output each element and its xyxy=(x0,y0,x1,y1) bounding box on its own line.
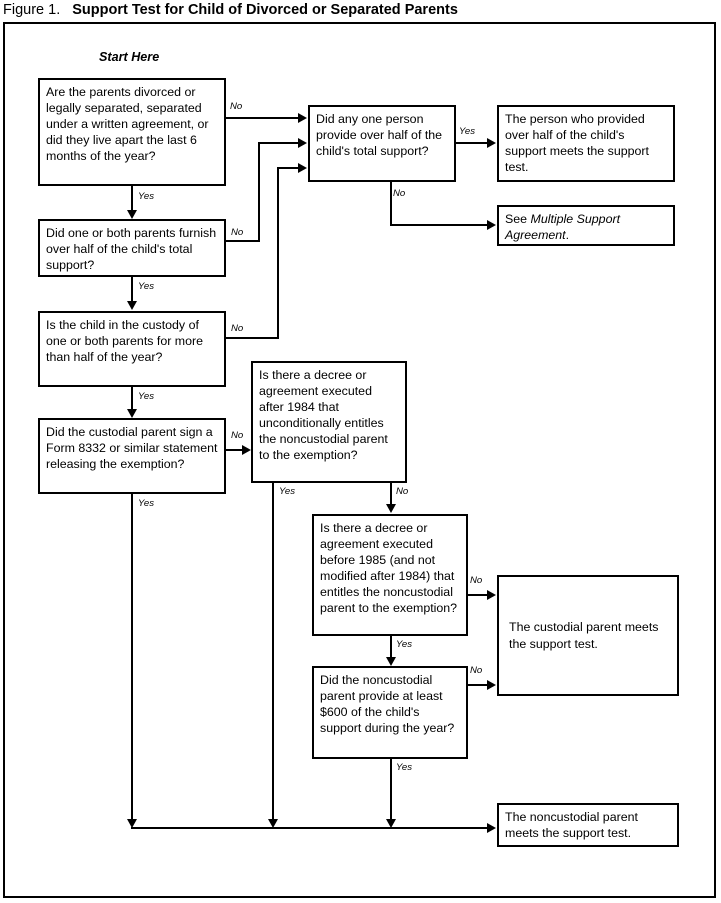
edge-label-q2-yes: Yes xyxy=(138,281,155,292)
edge-q2-to-q3-arrowhead xyxy=(126,301,137,310)
edge-q8-no-line xyxy=(468,684,488,686)
edge-q2-no-vline xyxy=(258,142,260,242)
edge-label-q4-no: No xyxy=(231,430,244,441)
edge-q1-to-q2-line xyxy=(131,186,133,212)
edge-label-q7-yes: Yes xyxy=(396,639,413,650)
edge-q5-no-hline xyxy=(390,224,488,226)
node-result-noncustodial-parent-meets-test: The noncustodial parent meets the suppor… xyxy=(497,803,679,847)
edge-q3-no-hline-2 xyxy=(277,167,299,169)
edge-label-q5-yes: Yes xyxy=(459,126,476,137)
edge-q5-no-vline xyxy=(390,182,392,226)
edge-q4-yes-vline xyxy=(131,494,133,822)
node-result-person-meets-test: The person who provided over half of the… xyxy=(497,105,675,182)
edge-q1-to-q2-arrowhead xyxy=(126,210,137,219)
edge-q6-no-arrowhead xyxy=(385,504,396,513)
edge-q2-no-hline-1 xyxy=(226,240,260,242)
figure-caption: Figure 1. Support Test for Child of Divor… xyxy=(3,1,718,21)
see-text: See xyxy=(505,212,531,226)
edge-q6-yes-arrowhead xyxy=(267,819,278,828)
edge-q6-no-vline xyxy=(390,483,392,505)
edge-q6-yes-vline xyxy=(272,483,274,822)
edge-label-q5-no: No xyxy=(393,188,406,199)
edge-q2-no-hline-2 xyxy=(258,142,299,144)
edge-bottom-collector-arrowhead xyxy=(487,822,496,833)
edge-label-q6-yes: Yes xyxy=(279,486,296,497)
edge-q5-yes-arrowhead xyxy=(487,137,496,148)
edge-label-q7-no: No xyxy=(470,575,483,586)
node-question-half-support: Did one or both parents furnish over hal… xyxy=(38,219,226,277)
edge-q4-no-line xyxy=(226,449,243,451)
edge-q5-no-arrowhead xyxy=(487,219,496,230)
node-question-decree-after-1984: Is there a decree or agreement executed … xyxy=(251,361,407,483)
edge-q7-yes-arrowhead xyxy=(385,657,396,666)
edge-label-q1-no: No xyxy=(230,101,243,112)
edge-label-q1-yes: Yes xyxy=(138,191,155,202)
node-question-custody: Is the child in the custody of one or bo… xyxy=(38,311,226,387)
node-question-600-support: Did the noncustodial parent provide at l… xyxy=(312,666,468,759)
edge-q1-no-line xyxy=(226,117,299,119)
node-question-form-8332: Did the custodial parent sign a Form 833… xyxy=(38,418,226,494)
edge-label-q3-yes: Yes xyxy=(138,391,155,402)
edge-q8-no-arrowhead xyxy=(487,679,496,690)
node-question-divorced: Are the parents divorced or legally sepa… xyxy=(38,78,226,186)
edge-q2-to-q3-line xyxy=(131,277,133,302)
period-text: . xyxy=(565,228,570,243)
edge-q3-no-arrowhead xyxy=(298,162,307,173)
edge-label-q2-no: No xyxy=(231,227,244,238)
edge-q4-yes-arrowhead xyxy=(126,819,137,828)
edge-q3-to-q4-line xyxy=(131,387,133,411)
edge-q3-no-hline-1 xyxy=(226,337,279,339)
edge-label-q8-yes: Yes xyxy=(396,762,413,773)
edge-label-q8-no: No xyxy=(470,665,483,676)
node-result-multiple-support-agreement: See Multiple Support Agreement. xyxy=(497,205,675,246)
edge-q1-no-arrowhead xyxy=(298,112,307,123)
node-question-decree-before-1985: Is there a decree or agreement executed … xyxy=(312,514,468,636)
edge-label-q3-no: No xyxy=(231,323,244,334)
edge-q2-no-arrowhead xyxy=(298,137,307,148)
edge-q5-yes-line xyxy=(456,142,488,144)
edge-q7-no-line xyxy=(468,594,488,596)
edge-q3-no-vline xyxy=(277,167,279,339)
multiple-support-agreement-title: Multiple Support Agreement xyxy=(505,212,621,243)
figure-number: Figure 1. xyxy=(3,2,61,18)
edge-label-q4-yes: Yes xyxy=(138,498,155,509)
edge-bottom-collector-line xyxy=(131,827,488,829)
edge-label-q6-no: No xyxy=(396,486,409,497)
edge-q8-yes-vline xyxy=(390,759,392,822)
edge-q4-no-arrowhead xyxy=(242,444,251,455)
start-here-label: Start Here xyxy=(99,50,160,64)
figure-title: Support Test for Child of Divorced or Se… xyxy=(72,2,458,18)
edge-q7-no-arrowhead xyxy=(487,589,496,600)
node-result-custodial-parent-meets-test: The custodial parent meets the support t… xyxy=(497,575,679,696)
edge-q3-to-q4-arrowhead xyxy=(126,409,137,418)
node-question-any-one-person: Did any one person provide over half of … xyxy=(308,105,456,182)
edge-q7-yes-vline xyxy=(390,636,392,658)
edge-q8-yes-arrowhead xyxy=(385,819,396,828)
